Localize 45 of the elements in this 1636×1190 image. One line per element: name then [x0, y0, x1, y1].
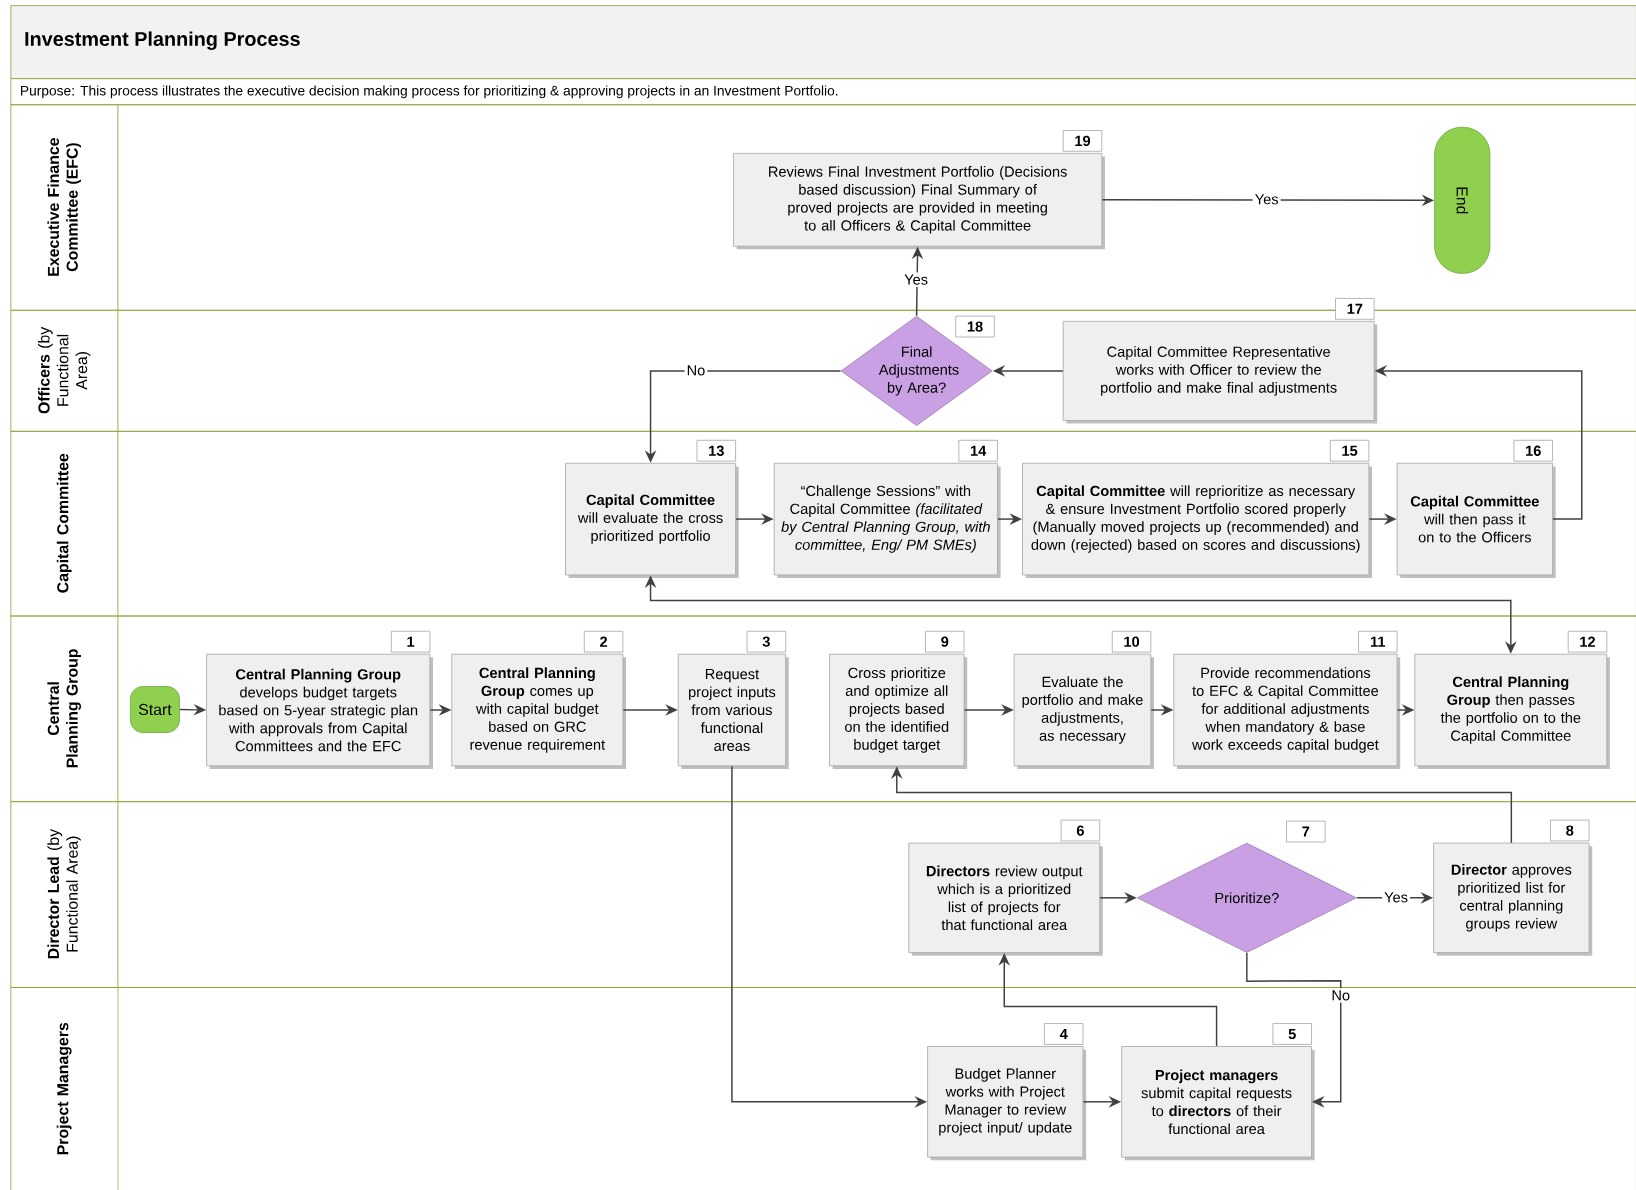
process-box: Capital Committee will evaluate the cross prioritized portfolio — [565, 462, 739, 578]
process-box: Evaluate the portfolio and make adjustments, as necessary — [1013, 653, 1154, 769]
title: Investment Planning Process — [25, 31, 300, 50]
step-number: 12 — [1567, 630, 1608, 653]
step-number: 1 — [390, 630, 431, 653]
step-number: 8 — [1550, 819, 1590, 842]
step-number: 11 — [1358, 630, 1398, 653]
process-box: Request project inputs from various functional areas — [677, 653, 789, 769]
process-box: Director approves prioritized list for central planning groups review — [1433, 842, 1593, 956]
step-number: 2 — [583, 630, 624, 653]
step-number: 7 — [1286, 820, 1326, 843]
edge-label: Yes — [1382, 889, 1411, 905]
edge-label: Yes — [1252, 191, 1281, 207]
process-box: Budget Planner works with Project Manager to review project input/ update — [927, 1045, 1087, 1160]
step-number: 16 — [1513, 439, 1553, 462]
step-number: 15 — [1329, 439, 1370, 462]
process-box: Project managers submit capital requests to directors of their functional area — [1121, 1045, 1315, 1160]
step-number: 13 — [696, 439, 736, 462]
terminator: Start — [130, 685, 180, 733]
edge-label: No — [684, 363, 708, 378]
step-number: 17 — [1335, 297, 1375, 320]
process-box: Capital Committee will reprioritize as necessary & ensure Investment Portfolio scored properly (Manually moved projects up (recommended) and down (rejected) based on scores and discussions) — [1022, 462, 1373, 578]
step-number: 9 — [925, 630, 965, 653]
step-number: 5 — [1272, 1022, 1312, 1045]
process-box: Reviews Final Investment Portfolio (Decisions based discussion) Final Summary of proved projects are provided in meeting to all Officers & Capital Committee — [733, 152, 1105, 250]
arrow — [1246, 952, 1342, 1108]
step-number: 14 — [958, 439, 998, 462]
process-box: Cross prioritize and optimize all projects based on the identified budget target — [829, 653, 968, 769]
step-number: 18 — [955, 315, 995, 338]
process-box: Central Planning Group comes up with capital budget based on GRC revenue requirement — [451, 653, 627, 769]
step-number: 6 — [1060, 819, 1101, 842]
process-box: “Challenge Sessions” with Capital Committee (facilitated by Central Planning Group, with committee, Eng/ PM SMEs) — [773, 462, 1001, 578]
process-box: Central Planning Group develops budget targets based on 5-year strategic plan with approvals from Capital Committees and the EFC — [206, 653, 433, 769]
step-number: 3 — [746, 630, 787, 653]
step-number: 10 — [1111, 630, 1152, 653]
process-box: Directors review output which is a prioritized list of projects for that functional area — [908, 842, 1103, 956]
process-box: Capital Committee will then pass it on to the Officers — [1396, 462, 1556, 578]
edge-label: Yes — [902, 272, 931, 287]
step-number: 4 — [1044, 1022, 1084, 1045]
process-box: Central Planning Group then passes the portfolio on to the Capital Committee — [1414, 653, 1610, 769]
purpose-text: Purpose: This process illustrates the executive decision making process for prioritizing & approving projects in an Investment Portfolio. — [21, 85, 838, 98]
terminator: End — [1434, 126, 1491, 274]
process-box: Capital Committee Representative works with Officer to review the portfolio and make final adjustments — [1062, 320, 1378, 424]
process-box: Provide recommendations to EFC & Capital Committee for additional adjustments when mandatory & base work exceeds capital budget — [1173, 653, 1401, 769]
step-number: 19 — [1062, 129, 1103, 152]
